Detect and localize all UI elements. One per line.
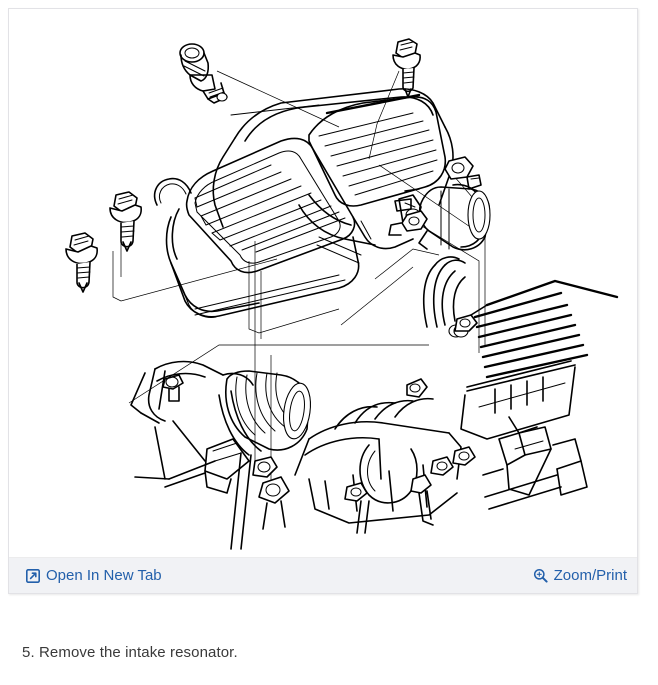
- hoses-and-wires: [406, 256, 478, 398]
- diagram-image[interactable]: [9, 9, 637, 558]
- intake-resonator-line-art: [9, 9, 637, 558]
- zoom-print-label: Zoom/Print: [553, 567, 627, 584]
- engine-block: [252, 397, 476, 534]
- open-in-new-tab-link[interactable]: Open In New Tab: [25, 568, 162, 583]
- bellows-ribs: [235, 372, 296, 436]
- engine-cover-ribs: [473, 291, 589, 379]
- engine-cover: [460, 279, 619, 440]
- intake-duct-bellows: [147, 360, 312, 550]
- image-toolbar: Open In New Tab Zoom/Print: [9, 557, 637, 593]
- image-viewer-card: Open In New Tab Zoom/Print: [8, 8, 638, 594]
- magnifier-plus-icon: [533, 568, 548, 583]
- housing-ribs-left: [194, 164, 346, 253]
- bolt-top-right: [392, 38, 421, 98]
- housing-ribs-right: [318, 112, 438, 196]
- zoom-print-link[interactable]: Zoom/Print: [533, 568, 627, 583]
- bolt-left-lower: [65, 232, 98, 293]
- duct-fastener: [258, 476, 290, 530]
- lower-left-structure: [130, 372, 170, 480]
- throttle-body: [388, 156, 491, 251]
- sensor-part-top-left: [179, 43, 228, 104]
- resonator-housing: [153, 88, 454, 318]
- engine-bracket-right: [482, 426, 588, 510]
- bolt-left-upper: [109, 191, 142, 252]
- step-instruction-text: 5. Remove the intake resonator.: [22, 644, 238, 661]
- open-in-new-tab-label: Open In New Tab: [46, 567, 162, 584]
- open-in-new-tab-icon: [25, 568, 40, 583]
